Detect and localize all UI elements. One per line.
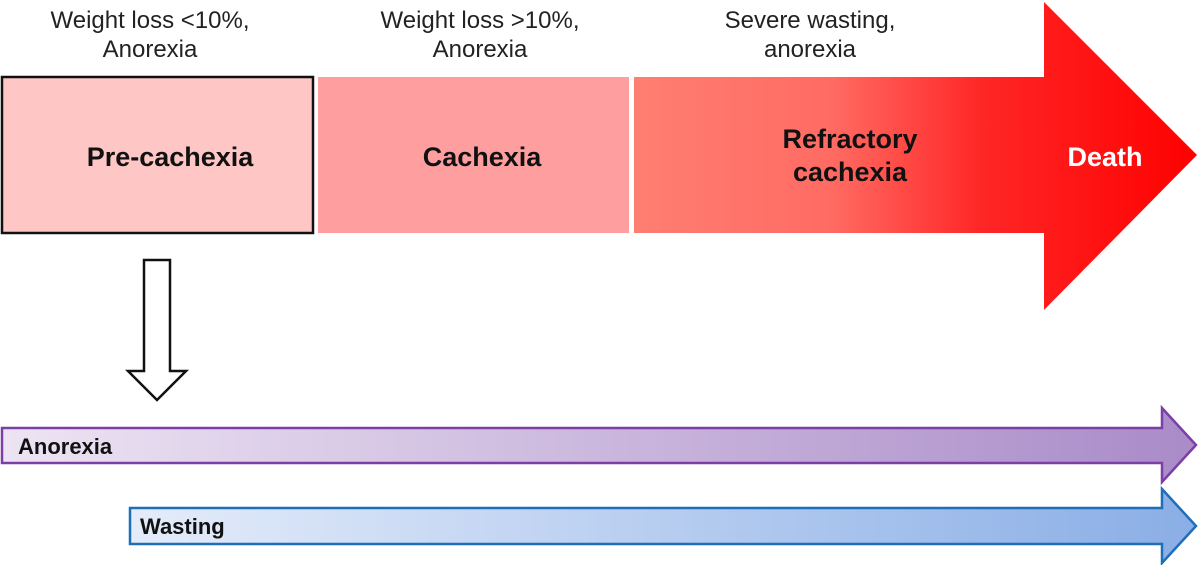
- stage-label-text: Pre-cachexia: [86, 142, 254, 172]
- criteria-line: Severe wasting,: [724, 7, 896, 34]
- wasting-bar-label: Wasting: [140, 514, 225, 539]
- refractory-death-arrow: [634, 2, 1197, 310]
- death-label: Death: [1045, 141, 1165, 174]
- stage-label-text: Death: [1067, 142, 1143, 172]
- pre-cachexia-stage-box: [0, 75, 315, 235]
- stage-label-text: Cachexia: [422, 142, 542, 172]
- cachexia-label: Cachexia: [332, 141, 632, 174]
- criteria-line: Weight loss <10%,: [50, 7, 250, 34]
- criteria-line: Anorexia: [102, 36, 198, 63]
- cachexia-criteria: Weight loss >10%, Anorexia: [330, 6, 630, 64]
- stage-label-line: cachexia: [792, 157, 908, 187]
- wasting-bar-arrow: [128, 485, 1198, 567]
- cachexia-stage-box: [318, 77, 629, 233]
- criteria-line: Weight loss >10%,: [380, 7, 580, 34]
- down-arrow: [124, 258, 190, 402]
- criteria-line: Anorexia: [432, 36, 528, 63]
- pre-cachexia-criteria: Weight loss <10%, Anorexia: [0, 6, 300, 64]
- criteria-line: anorexia: [763, 36, 857, 63]
- anorexia-bar-arrow: [0, 404, 1198, 486]
- pre-cachexia-label: Pre-cachexia: [20, 141, 320, 174]
- refractory-cachexia-label: Refractory cachexia: [700, 123, 1000, 189]
- refractory-criteria: Severe wasting, anorexia: [660, 6, 960, 64]
- stage-label-line: Refractory: [782, 124, 918, 154]
- anorexia-bar-label: Anorexia: [18, 434, 113, 459]
